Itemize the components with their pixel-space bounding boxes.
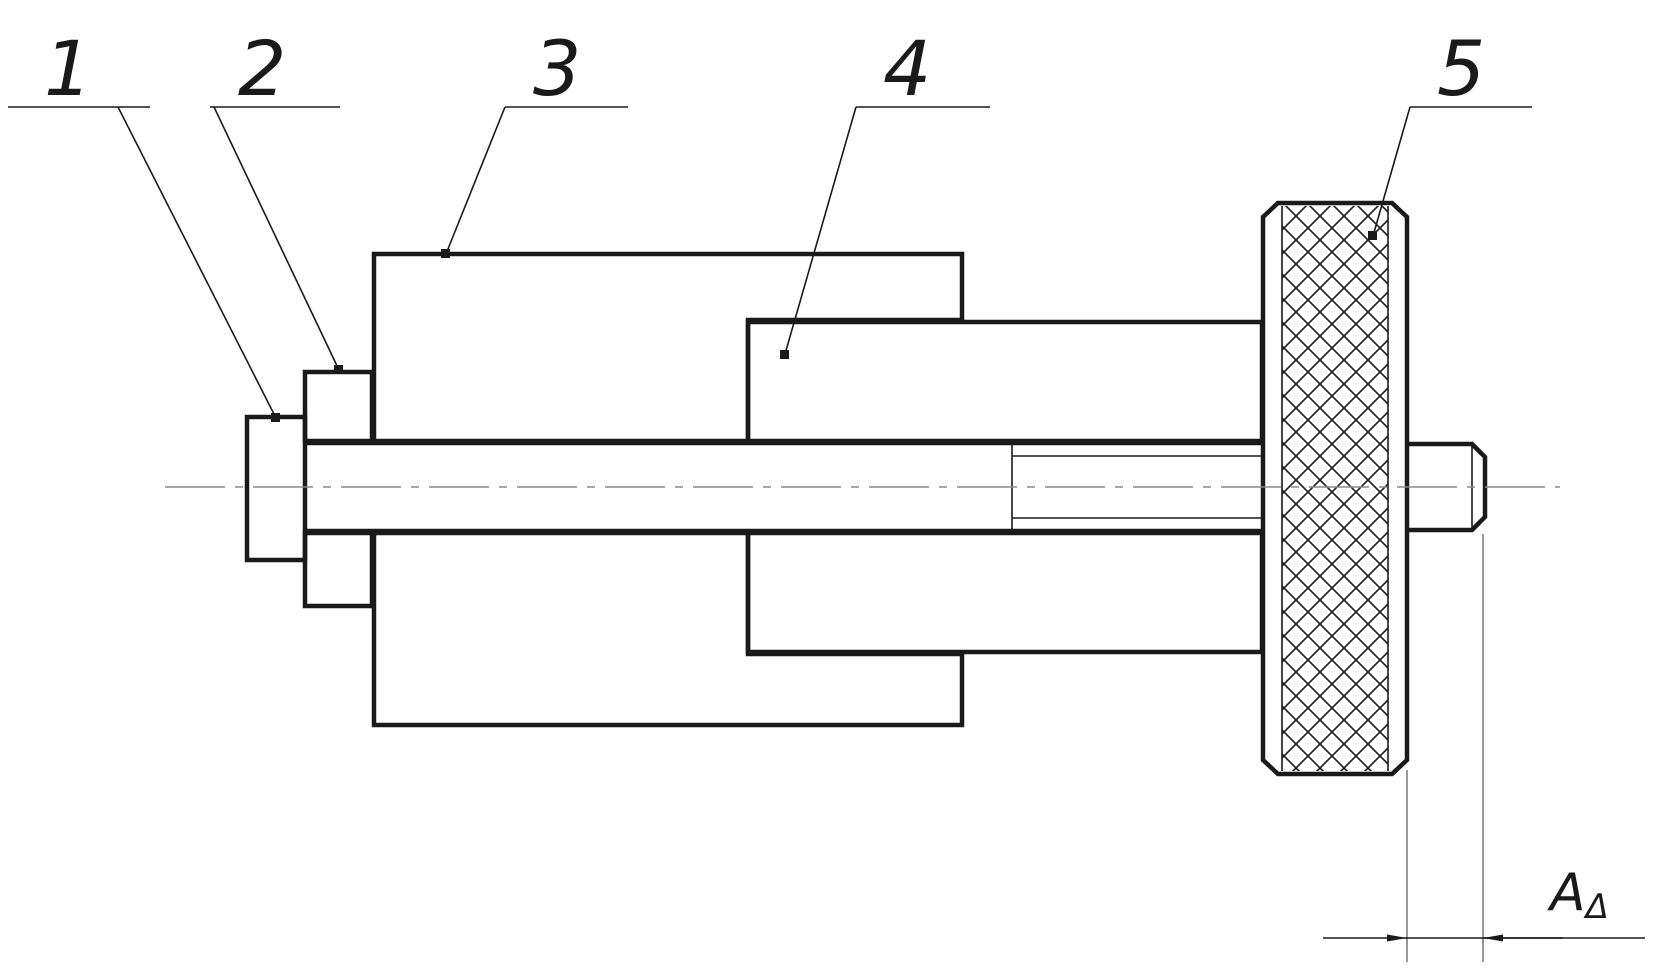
housing-part: [371, 251, 965, 728]
dimension-a-delta: AΔ: [1323, 534, 1645, 962]
washer-large-part: [302, 369, 375, 609]
callout-2: 2: [210, 24, 343, 374]
callout-3: 3: [441, 24, 628, 258]
callout-1: 1: [8, 24, 280, 422]
washer-small-part: [244, 414, 308, 563]
knurled-nut-part: [1260, 200, 1410, 777]
dimension-label: AΔ: [1547, 863, 1609, 927]
callout-label-4: 4: [883, 24, 931, 113]
callout-label-3: 3: [533, 24, 581, 113]
callout-label-1: 1: [44, 24, 92, 113]
callout-label-2: 2: [238, 24, 286, 113]
callout-4: 4: [780, 24, 990, 359]
callout-label-5: 5: [1437, 24, 1485, 113]
callout-5: 5: [1368, 24, 1532, 240]
